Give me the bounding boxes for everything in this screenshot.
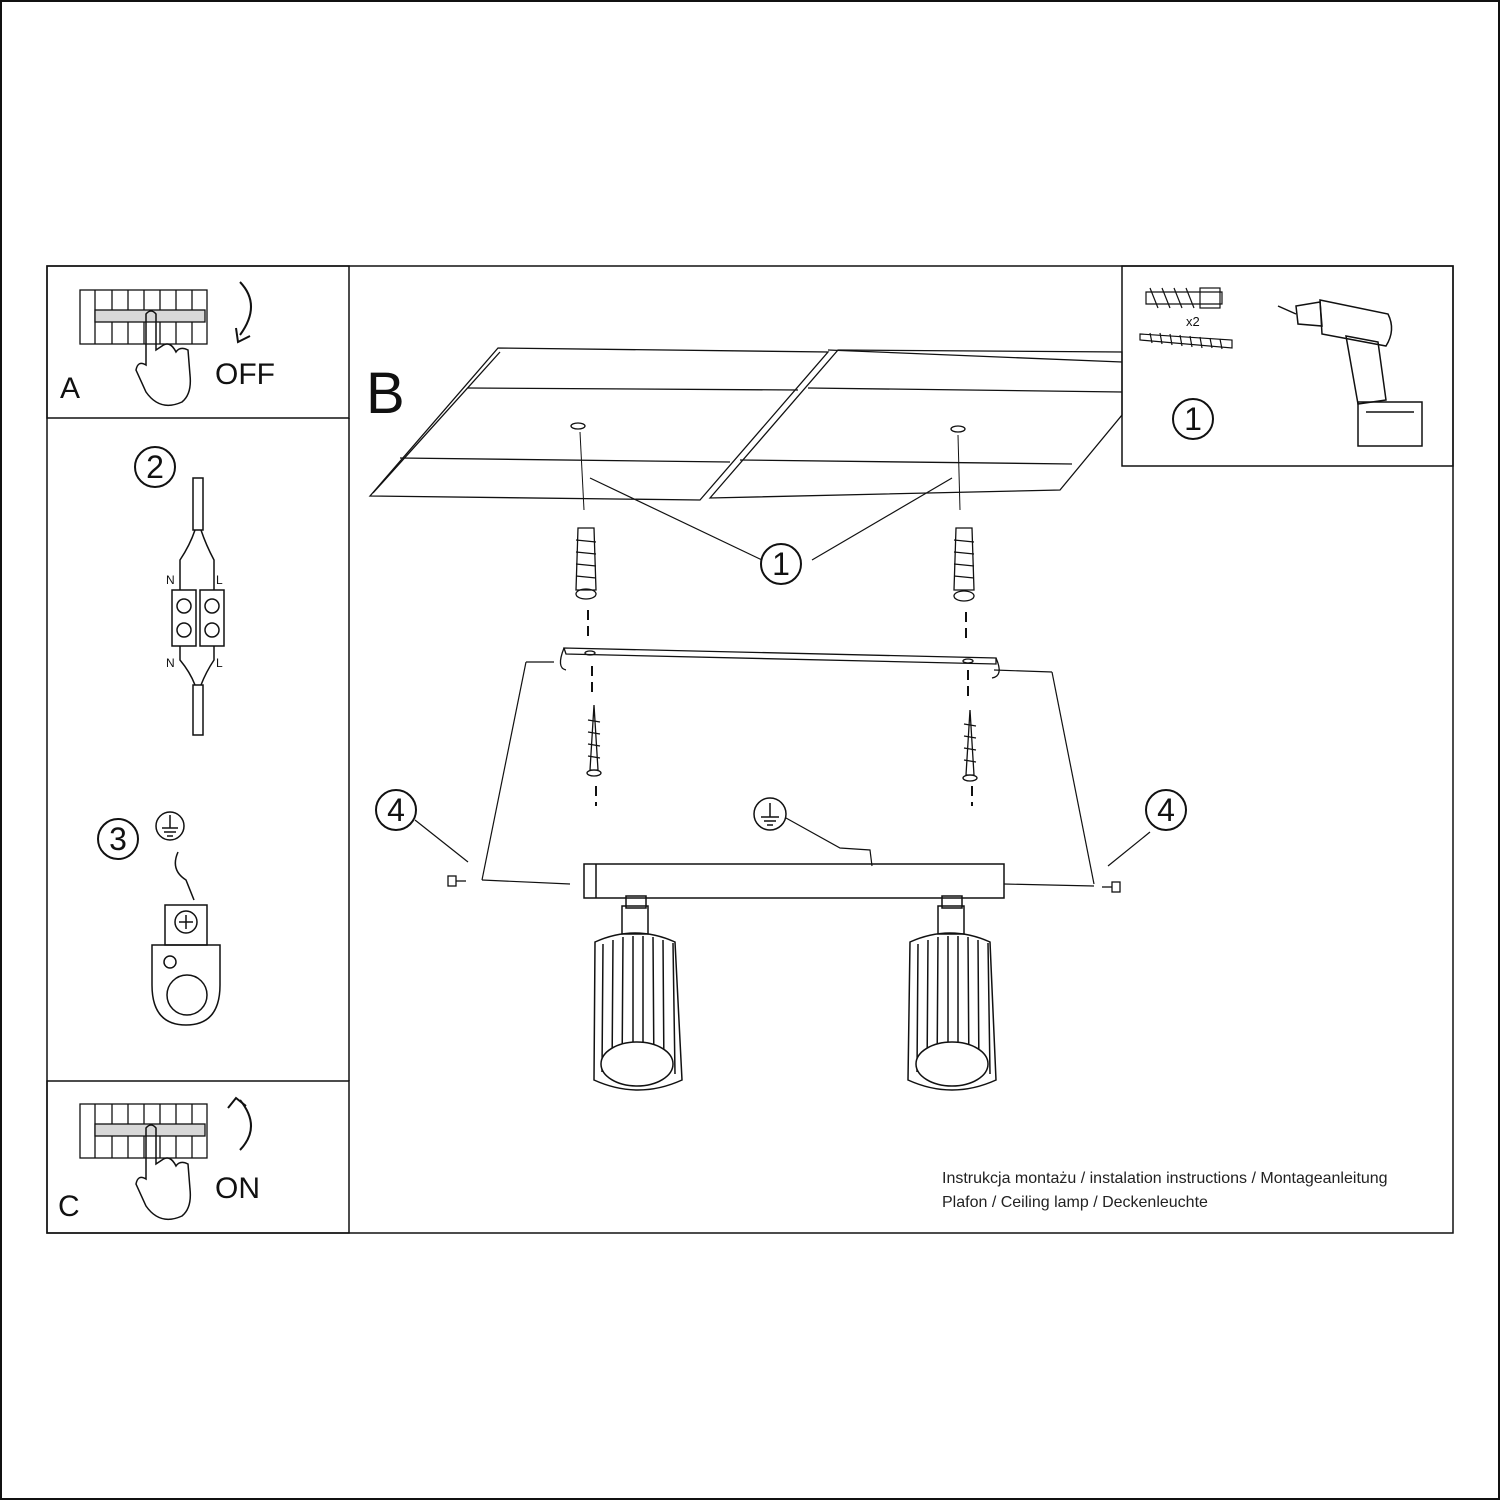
screw-icon	[1139, 332, 1233, 350]
screw-icon	[447, 875, 466, 887]
breaker-panel-icon	[79, 1103, 208, 1159]
wire-label-l-top: L	[216, 573, 223, 587]
step-badge-screw-left: 4	[375, 789, 417, 831]
main-frame	[46, 265, 1454, 1234]
ground-symbol-icon	[155, 811, 185, 841]
switch-off-label: OFF	[215, 358, 275, 391]
panel-a-box	[46, 265, 350, 419]
step-badge-wiring: 2	[134, 446, 176, 488]
screw-icon	[586, 704, 602, 777]
wire-label-n-bottom: N	[166, 656, 175, 670]
step-badge-screw-right: 4	[1145, 789, 1187, 831]
ground-symbol-icon	[753, 797, 787, 831]
arrow-on-icon	[227, 1096, 252, 1151]
wall-plug-icon	[575, 527, 597, 600]
drill-icon	[1277, 299, 1423, 447]
wire-label-n-top: N	[166, 573, 175, 587]
arrow-off-icon	[235, 281, 252, 344]
panel-c-letter: C	[58, 1190, 80, 1223]
panel-a-letter: A	[60, 372, 81, 405]
ground-terminal-icon	[151, 904, 221, 1026]
step-badge-ground: 3	[97, 818, 139, 860]
wall-plug-icon	[953, 527, 975, 602]
breaker-panel-icon	[79, 289, 208, 345]
terminal-block-icon	[171, 477, 225, 736]
screw-icon	[962, 709, 978, 782]
ceiling-illustration	[368, 347, 1123, 511]
mounting-bracket	[559, 647, 1000, 679]
switch-on-label: ON	[215, 1172, 260, 1205]
wire-label-l-bottom: L	[216, 656, 223, 670]
panel-c-box	[46, 1080, 350, 1234]
product-type: Plafon / Ceiling lamp / Deckenleuchte	[942, 1194, 1208, 1211]
hand-icon	[135, 1124, 192, 1221]
step-badge-drill: 1	[1172, 398, 1214, 440]
wall-plug-icon	[1145, 287, 1223, 309]
lamp-fixture	[583, 863, 1005, 1091]
anchor-quantity: x2	[1186, 314, 1200, 329]
step-badge-mount: 1	[760, 543, 802, 585]
instructions-title: Instrukcja montażu / instalation instruc…	[942, 1170, 1388, 1187]
tools-box	[1121, 265, 1454, 467]
panel-b-letter: B	[366, 361, 405, 426]
hand-icon	[135, 310, 192, 407]
screw-icon	[1102, 881, 1121, 893]
